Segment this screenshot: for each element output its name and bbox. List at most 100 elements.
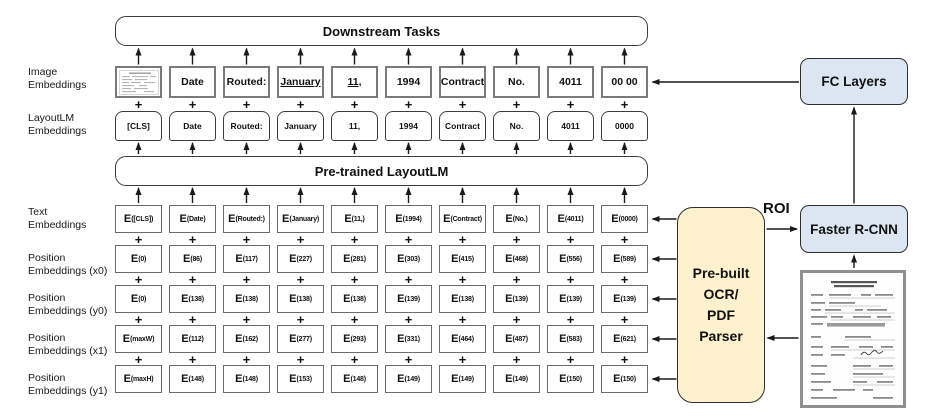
x1-token-1: E(112) (169, 325, 216, 353)
plus-operator: + (566, 312, 575, 327)
plus-row-x0-y0: ++++++++++ (115, 272, 648, 287)
label-position-embeddings-y0: Position Embeddings (y0) (28, 292, 108, 317)
position-x1-row: E(maxW)E(112)E(162)E(277)E(293)E(331)E(4… (115, 325, 648, 353)
plus-operator: + (188, 97, 197, 112)
image-token-8: 4011 (547, 66, 594, 98)
plus-operator: + (620, 272, 629, 287)
layoutlm-token-7: No. (493, 111, 540, 141)
plus-operator: + (566, 272, 575, 287)
y0-token-5: E(139) (385, 285, 432, 313)
plus-operator: + (512, 232, 521, 247)
y1-token-7: E(149) (493, 365, 540, 393)
plus-operator: + (242, 272, 251, 287)
layoutlm-token-3: January (277, 111, 324, 141)
plus-operator: + (350, 232, 359, 247)
plus-operator: + (404, 272, 413, 287)
plus-operator: + (134, 232, 143, 247)
text-token-7: E(No.) (493, 205, 540, 233)
x1-token-6: E(464) (439, 325, 486, 353)
image-token-6: Contract (439, 66, 486, 98)
text-token-9: E(0000) (601, 205, 648, 233)
plus-row-x1-y1: ++++++++++ (115, 352, 648, 367)
x1-token-9: E(621) (601, 325, 648, 353)
y0-token-1: E(138) (169, 285, 216, 313)
layoutlm-token-5: 1994 (385, 111, 432, 141)
x0-token-4: E(281) (331, 245, 378, 273)
plus-operator: + (404, 352, 413, 367)
plus-operator: + (188, 312, 197, 327)
scanned-document-image (800, 270, 906, 408)
image-token-5: 1994 (385, 66, 432, 98)
text-embeddings-row: E([CLS])E(Date)E(Routed:)E(January)E(11,… (115, 205, 648, 233)
image-token-7: No. (493, 66, 540, 98)
plus-operator: + (512, 312, 521, 327)
plus-operator: + (296, 272, 305, 287)
plus-operator: + (566, 97, 575, 112)
plus-operator: + (188, 272, 197, 287)
position-y0-row: E(0)E(138)E(138)E(138)E(138)E(139)E(138)… (115, 285, 648, 313)
label-layoutlm-embeddings: LayoutLM Embeddings (28, 112, 87, 137)
position-y1-row: E(maxH)E(148)E(148)E(153)E(148)E(149)E(1… (115, 365, 648, 393)
label-text-embeddings: Text Embeddings (28, 206, 87, 231)
plus-operator: + (458, 272, 467, 287)
image-token-3: January (277, 66, 324, 98)
plus-operator: + (134, 312, 143, 327)
image-token-4: 11, (331, 66, 378, 98)
image-token-9: 00 00 (601, 66, 648, 98)
prebuilt-ocr-pdf-parser-box: Pre-built OCR/ PDF Parser (677, 207, 765, 403)
x1-token-8: E(583) (547, 325, 594, 353)
plus-operator: + (512, 97, 521, 112)
x1-token-2: E(162) (223, 325, 270, 353)
x1-token-5: E(331) (385, 325, 432, 353)
roi-label: ROI (763, 200, 790, 217)
layoutlm-token-2: Routed: (223, 111, 270, 141)
plus-operator: + (566, 352, 575, 367)
plus-operator: + (296, 97, 305, 112)
text-token-4: E(11,) (331, 205, 378, 233)
plus-operator: + (620, 312, 629, 327)
plus-operator: + (134, 97, 143, 112)
downstream-tasks-box: Downstream Tasks (115, 16, 648, 46)
y1-token-3: E(153) (277, 365, 324, 393)
x1-token-4: E(293) (331, 325, 378, 353)
x0-token-8: E(556) (547, 245, 594, 273)
layoutlm-token-1: Date (169, 111, 216, 141)
image-token-2: Routed: (223, 66, 270, 98)
layoutlm-token-6: Contract (439, 111, 486, 141)
y0-token-4: E(138) (331, 285, 378, 313)
label-position-embeddings-x1: Position Embeddings (x1) (28, 332, 108, 357)
plus-row-y0-x1: ++++++++++ (115, 312, 648, 327)
y0-token-8: E(139) (547, 285, 594, 313)
y0-token-9: E(139) (601, 285, 648, 313)
y1-token-6: E(149) (439, 365, 486, 393)
plus-operator: + (350, 312, 359, 327)
image-token-1: Date (169, 66, 216, 98)
plus-operator: + (458, 352, 467, 367)
y1-token-2: E(148) (223, 365, 270, 393)
text-token-2: E(Routed:) (223, 205, 270, 233)
document-facsimile (803, 273, 903, 405)
plus-operator: + (620, 97, 629, 112)
document-thumbnail-icon (118, 69, 159, 95)
x0-token-5: E(303) (385, 245, 432, 273)
plus-operator: + (296, 312, 305, 327)
plus-operator: + (350, 352, 359, 367)
plus-operator: + (242, 97, 251, 112)
faster-rcnn-box: Faster R-CNN (800, 205, 908, 253)
plus-operator: + (296, 232, 305, 247)
y0-token-2: E(138) (223, 285, 270, 313)
document-thumbnail-icon (115, 66, 162, 98)
plus-operator: + (512, 272, 521, 287)
plus-operator: + (620, 232, 629, 247)
y1-token-5: E(149) (385, 365, 432, 393)
y1-token-1: E(148) (169, 365, 216, 393)
x0-token-0: E(0) (115, 245, 162, 273)
x1-token-0: E(maxW) (115, 325, 162, 353)
plus-operator: + (512, 352, 521, 367)
text-token-8: E(4011) (547, 205, 594, 233)
text-token-0: E([CLS]) (115, 205, 162, 233)
y0-token-0: E(0) (115, 285, 162, 313)
x0-token-2: E(117) (223, 245, 270, 273)
